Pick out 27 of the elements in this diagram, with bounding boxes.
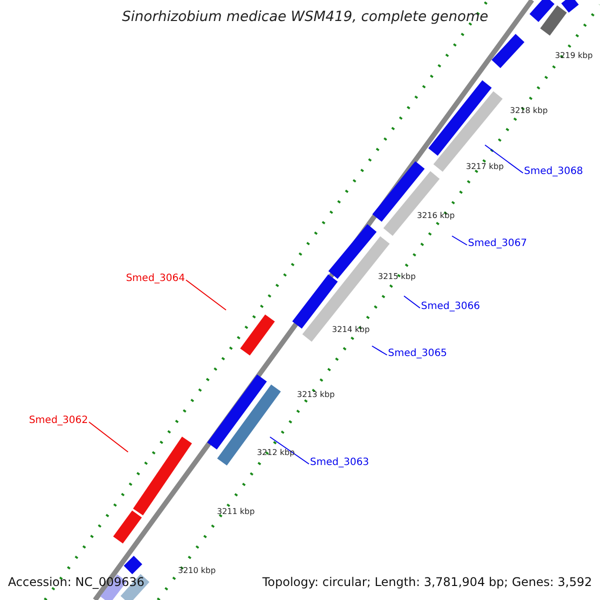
footer-text: Accession: NC_009636 — [8, 576, 144, 588]
gene-label: Smed_3065 — [388, 349, 448, 359]
leader-line — [452, 236, 468, 246]
tick-label: 3215 kbp — [378, 273, 416, 281]
tick-label: 3219 kbp — [555, 52, 593, 60]
leader-line — [372, 346, 388, 356]
gene-label: Smed_3068 — [524, 167, 584, 177]
tick-label: 3214 kbp — [332, 326, 370, 334]
tick-label: 3211 kbp — [217, 508, 255, 516]
tick-label: 3218 kbp — [510, 107, 548, 115]
gene-label: Smed_3064 — [126, 274, 185, 284]
tick-label: 3210 kbp — [178, 567, 216, 575]
tick-label: 3217 kbp — [466, 163, 504, 171]
gene-label: Smed_3066 — [421, 302, 480, 312]
leader-line — [186, 280, 226, 310]
tick-label: 3216 kbp — [417, 212, 455, 220]
gene-label: Smed_3063 — [310, 458, 370, 468]
tick-label: 3213 kbp — [297, 391, 335, 399]
tick-label: 3212 kbp — [257, 449, 295, 457]
leader-line — [484, 144, 524, 174]
leader-line — [88, 422, 128, 452]
footer-text: Topology: circular; Length: 3,781,904 bp; Genes: 3,592 — [262, 576, 592, 588]
leader-line — [270, 436, 310, 464]
gene-label: Smed_3067 — [468, 239, 528, 249]
gene-label: Smed_3062 — [28, 416, 88, 426]
map-title: Sinorhizobium medicae WSM419, complete genome — [122, 10, 488, 24]
leader-line — [404, 296, 420, 308]
